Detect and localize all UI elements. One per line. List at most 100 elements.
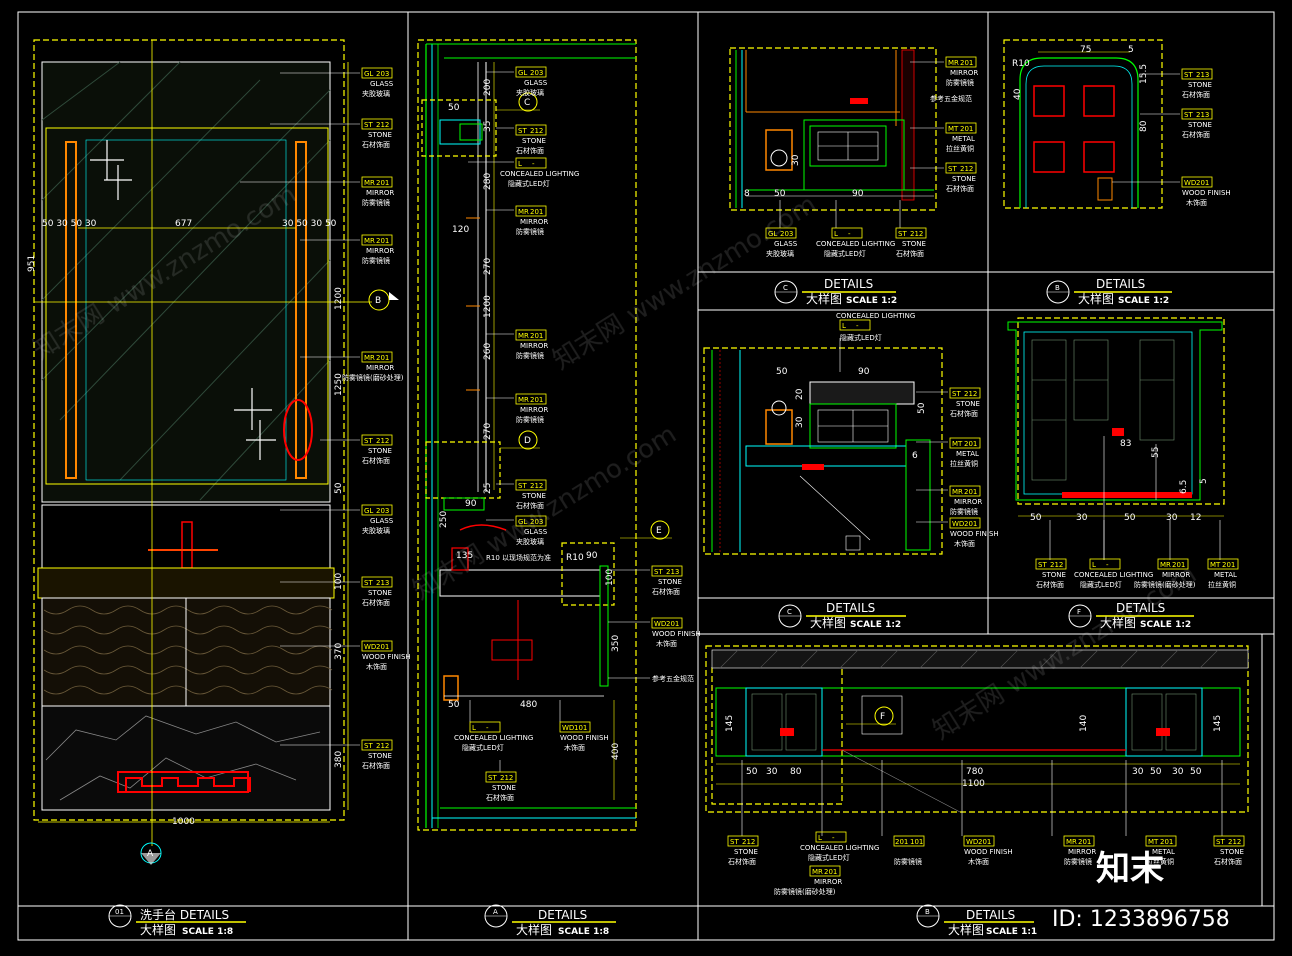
svg-text:MT: MT — [1210, 561, 1221, 569]
svg-text:101: 101 — [910, 838, 923, 846]
svg-text:MR: MR — [1160, 561, 1171, 569]
dim-c2-90: 90 — [858, 367, 870, 377]
svg-text:GL: GL — [518, 69, 527, 77]
dim-c2-50b: 50 — [917, 402, 927, 414]
panel-plan-b: 145 145 140 50 30 80 780 1100 30 50 30 5… — [705, 645, 1249, 896]
brand-logo: 知末 — [1096, 849, 1164, 889]
dim-b-140: 140 — [1079, 715, 1089, 732]
svg-text:夹胶玻璃: 夹胶玻璃 — [516, 88, 544, 97]
svg-text:ST: ST — [1038, 561, 1047, 569]
svg-text:MIRROR: MIRROR — [950, 69, 978, 77]
svg-text:拉丝黄铜: 拉丝黄铜 — [946, 144, 974, 153]
svg-text:METAL: METAL — [1152, 848, 1175, 856]
svg-text:WOOD FINISH: WOOD FINISH — [964, 848, 1013, 856]
svg-text:B: B — [925, 908, 930, 916]
note-hardware-c1: 参考五金规范 — [930, 94, 972, 103]
svg-text:F: F — [880, 712, 885, 722]
svg-text:DETAILS: DETAILS — [824, 277, 873, 291]
svg-text:-: - — [832, 834, 835, 842]
svg-text:201: 201 — [960, 59, 973, 67]
svg-text:201: 201 — [1222, 561, 1235, 569]
svg-text:STONE: STONE — [522, 492, 546, 500]
svg-text:201: 201 — [895, 838, 908, 846]
dim-c1-8: 8 — [744, 189, 750, 199]
svg-text:A: A — [493, 908, 498, 916]
dim-b-145a: 145 — [725, 715, 735, 732]
dim-c1-30: 30 — [791, 154, 801, 166]
svg-text:拉丝黄铜: 拉丝黄铜 — [1208, 580, 1236, 589]
svg-text:木饰面: 木饰面 — [564, 743, 585, 752]
dim-f-50a: 50 — [1030, 513, 1042, 523]
svg-text:ST: ST — [1216, 838, 1225, 846]
dim-f-83: 83 — [1120, 439, 1131, 449]
svg-text:防雾镜镜(磨砂处理): 防雾镜镜(磨砂处理) — [1134, 580, 1196, 589]
svg-text:201: 201 — [376, 237, 389, 245]
dim-a-r10: R10 — [566, 553, 584, 563]
svg-text:夹胶玻璃: 夹胶玻璃 — [362, 526, 390, 535]
svg-text:DETAILS: DETAILS — [1116, 601, 1165, 615]
svg-text:212: 212 — [376, 742, 389, 750]
svg-text:E: E — [656, 526, 662, 536]
dim-c2-20: 20 — [795, 388, 805, 400]
svg-text:213: 213 — [1196, 111, 1209, 119]
dim-1000: 1000 — [172, 817, 195, 827]
svg-text:石材饰面: 石材饰面 — [1214, 857, 1242, 866]
svg-text:SCALE 1:2: SCALE 1:2 — [1118, 296, 1169, 306]
svg-text:201: 201 — [1160, 838, 1173, 846]
svg-text:D: D — [524, 436, 531, 446]
svg-text:防雾镜镜: 防雾镜镜 — [1064, 857, 1092, 866]
svg-text:大样图: 大样图 — [140, 922, 176, 937]
svg-text:201: 201 — [964, 520, 977, 528]
svg-text:MIRROR: MIRROR — [814, 878, 842, 886]
dim-a-90b: 90 — [586, 551, 598, 561]
svg-text:STONE: STONE — [368, 447, 392, 455]
dim-a-90: 90 — [465, 499, 477, 509]
svg-text:木饰面: 木饰面 — [954, 539, 975, 548]
svg-text:213: 213 — [376, 579, 389, 587]
svg-text:防雾镜镜(磨砂处理): 防雾镜镜(磨砂处理) — [342, 373, 404, 382]
svg-text:CONCEALED LIGHTING: CONCEALED LIGHTING — [454, 734, 533, 742]
svg-text:C: C — [783, 284, 788, 292]
dim-c2-30: 30 — [795, 416, 805, 428]
dim-f-5: 5 — [1199, 478, 1209, 484]
svg-text:212: 212 — [964, 390, 977, 398]
svg-text:石材饰面: 石材饰面 — [1036, 580, 1064, 589]
svg-text:MIRROR: MIRROR — [366, 247, 394, 255]
svg-text:MR: MR — [518, 396, 529, 404]
svg-text:防雾镜镜: 防雾镜镜 — [946, 78, 974, 87]
svg-text:石材饰面: 石材饰面 — [516, 146, 544, 155]
svg-text:201: 201 — [964, 440, 977, 448]
dim-b-50c: 50 — [1190, 767, 1202, 777]
svg-text:防雾镜镜: 防雾镜镜 — [894, 857, 922, 866]
svg-text:GLASS: GLASS — [774, 240, 798, 248]
svg-text:L: L — [834, 230, 838, 238]
dim-370: 370 — [334, 643, 344, 660]
svg-text:大样图: 大样图 — [806, 291, 842, 306]
dim-a-250: 250 — [439, 511, 449, 528]
svg-text:ST: ST — [1184, 71, 1193, 79]
dim-b-780: 780 — [966, 767, 983, 777]
svg-text:GLASS: GLASS — [370, 80, 394, 88]
dim-a-480: 480 — [520, 700, 537, 710]
dim-c2-6: 6 — [912, 451, 918, 461]
svg-text:MT: MT — [1148, 838, 1159, 846]
svg-text:MT: MT — [952, 440, 963, 448]
svg-text:201: 201 — [666, 620, 679, 628]
svg-text:L: L — [1092, 561, 1096, 569]
note-r10-site: R10 以现场规范为准 — [486, 553, 551, 562]
svg-text:ST: ST — [952, 390, 961, 398]
svg-text:MR: MR — [364, 354, 375, 362]
svg-text:GL: GL — [518, 518, 527, 526]
svg-text:01: 01 — [115, 908, 124, 916]
title-block-f: F DETAILS 大样图 SCALE 1:2 — [1068, 601, 1194, 630]
svg-text:石材饰面: 石材饰面 — [362, 761, 390, 770]
